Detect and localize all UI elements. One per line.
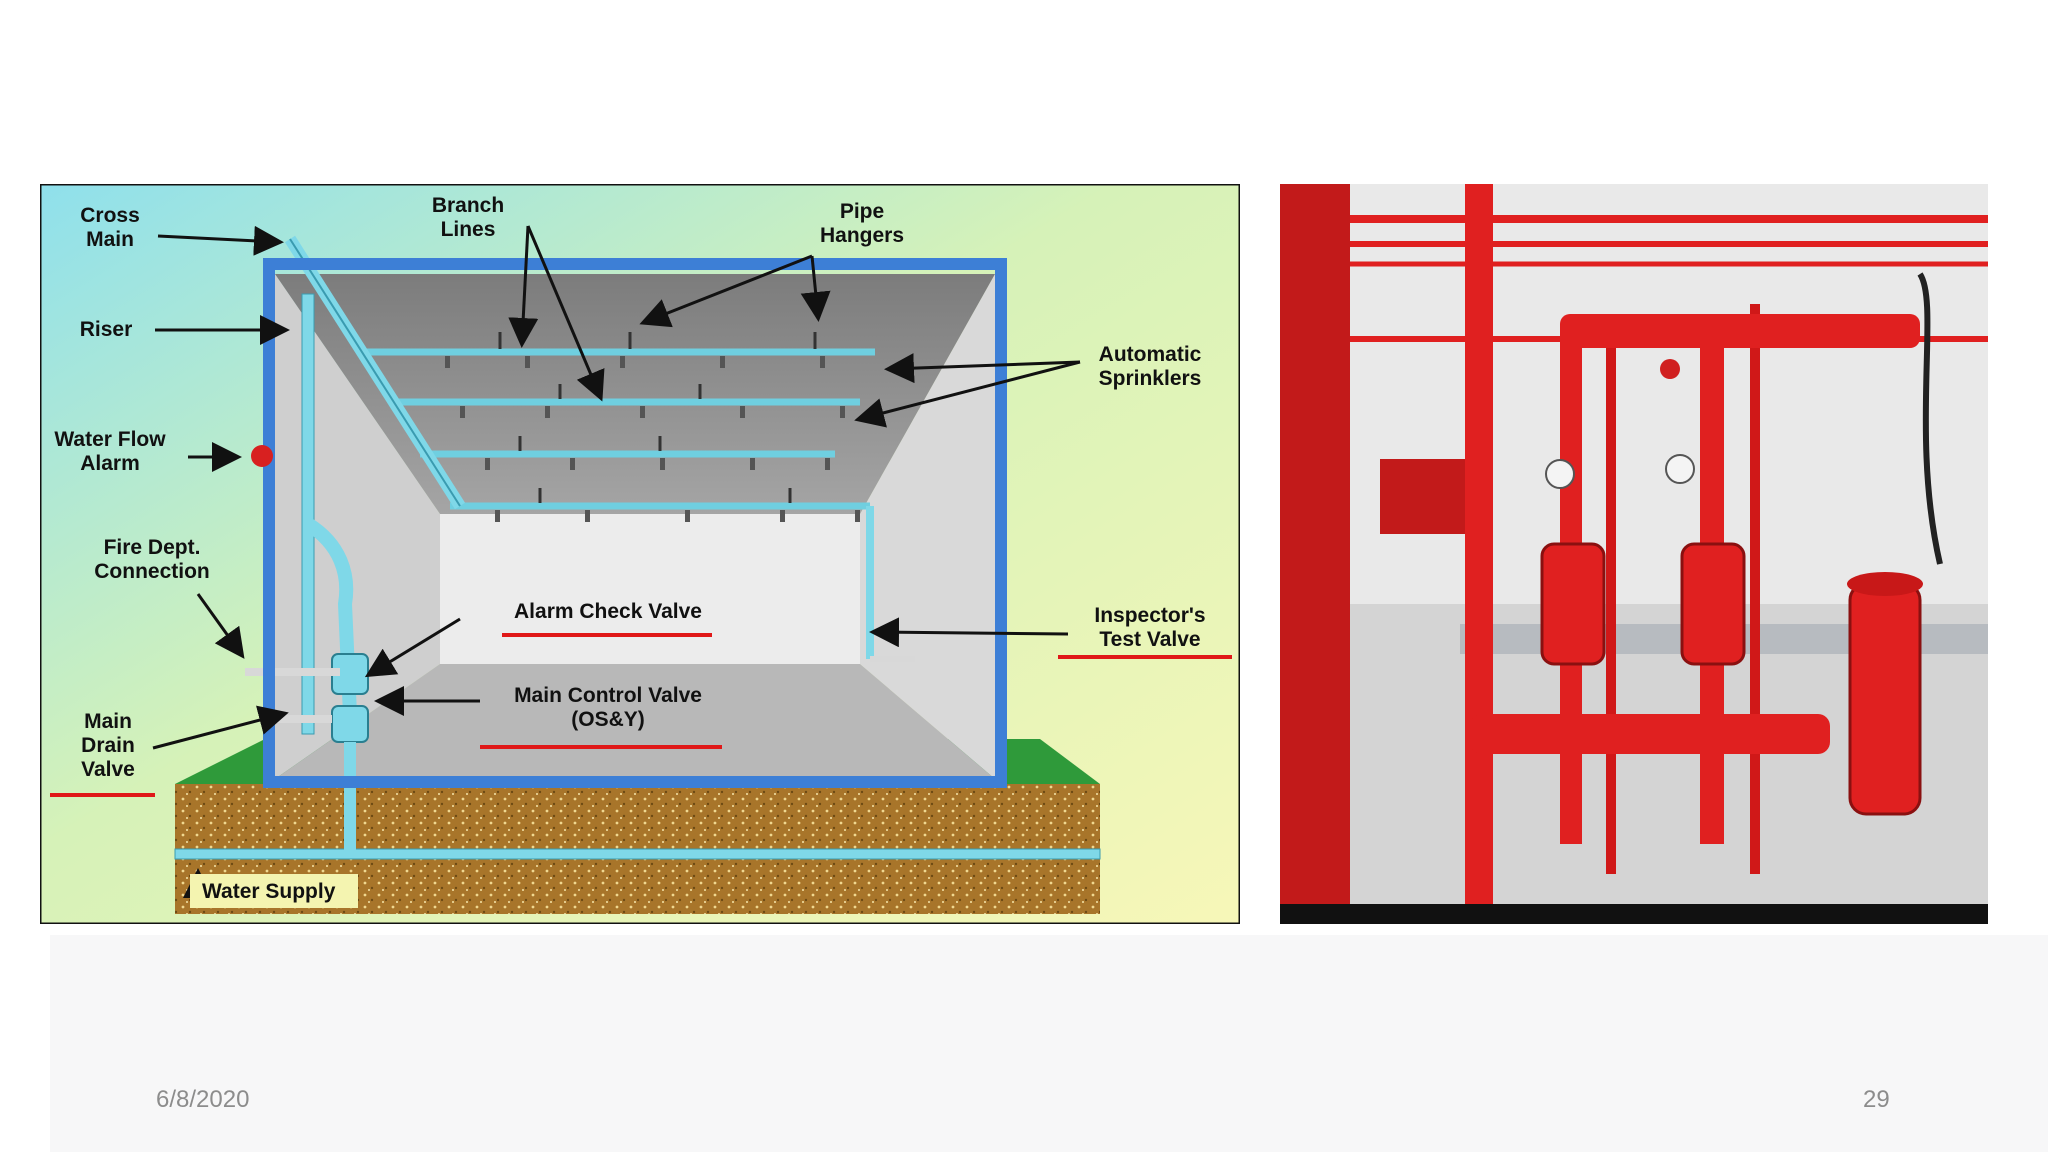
header-pipe [1560, 314, 1920, 348]
page-number: 29 [1863, 1086, 1890, 1113]
left-wall [275, 274, 440, 779]
water-flow-alarm-bell [251, 445, 273, 467]
label-main-control-valve: Main Control Valve(OS&Y) [514, 684, 702, 731]
label-riser: Riser [80, 318, 133, 341]
left-wall-panel [1280, 184, 1350, 904]
footer-band [50, 935, 2048, 1152]
label-alarm-check-valve: Alarm Check Valve [514, 600, 702, 623]
water-supply-pipe [174, 848, 1101, 860]
footer-date: 6/8/2020 [156, 1086, 250, 1113]
gate-valve [1848, 582, 1922, 816]
floor [275, 664, 995, 779]
alarm-bell [1660, 359, 1680, 379]
building-frame [263, 258, 1007, 788]
back-wall [440, 514, 860, 664]
water-supply-label-box [190, 874, 358, 908]
main-vertical-pipe [1465, 184, 1493, 904]
riser-pipe [301, 293, 315, 735]
sprinkler-riser-photo [1280, 184, 1988, 924]
wall-sign [1380, 459, 1475, 534]
callout-arrows [152, 225, 1081, 898]
label-water-supply: Water Supply [202, 880, 336, 903]
right-wall [860, 274, 995, 779]
lower-header-pipe [1470, 714, 1830, 754]
branch-lines [360, 348, 875, 510]
alarm-valve-left [1540, 542, 1606, 666]
main-control-valve-shape [331, 705, 369, 743]
sprinkler-heads [445, 356, 860, 522]
pipe-hangers [498, 332, 817, 503]
label-fire-dept-connection: Fire Dept.Connection [94, 536, 210, 583]
alarm-valve-right [1680, 542, 1746, 666]
